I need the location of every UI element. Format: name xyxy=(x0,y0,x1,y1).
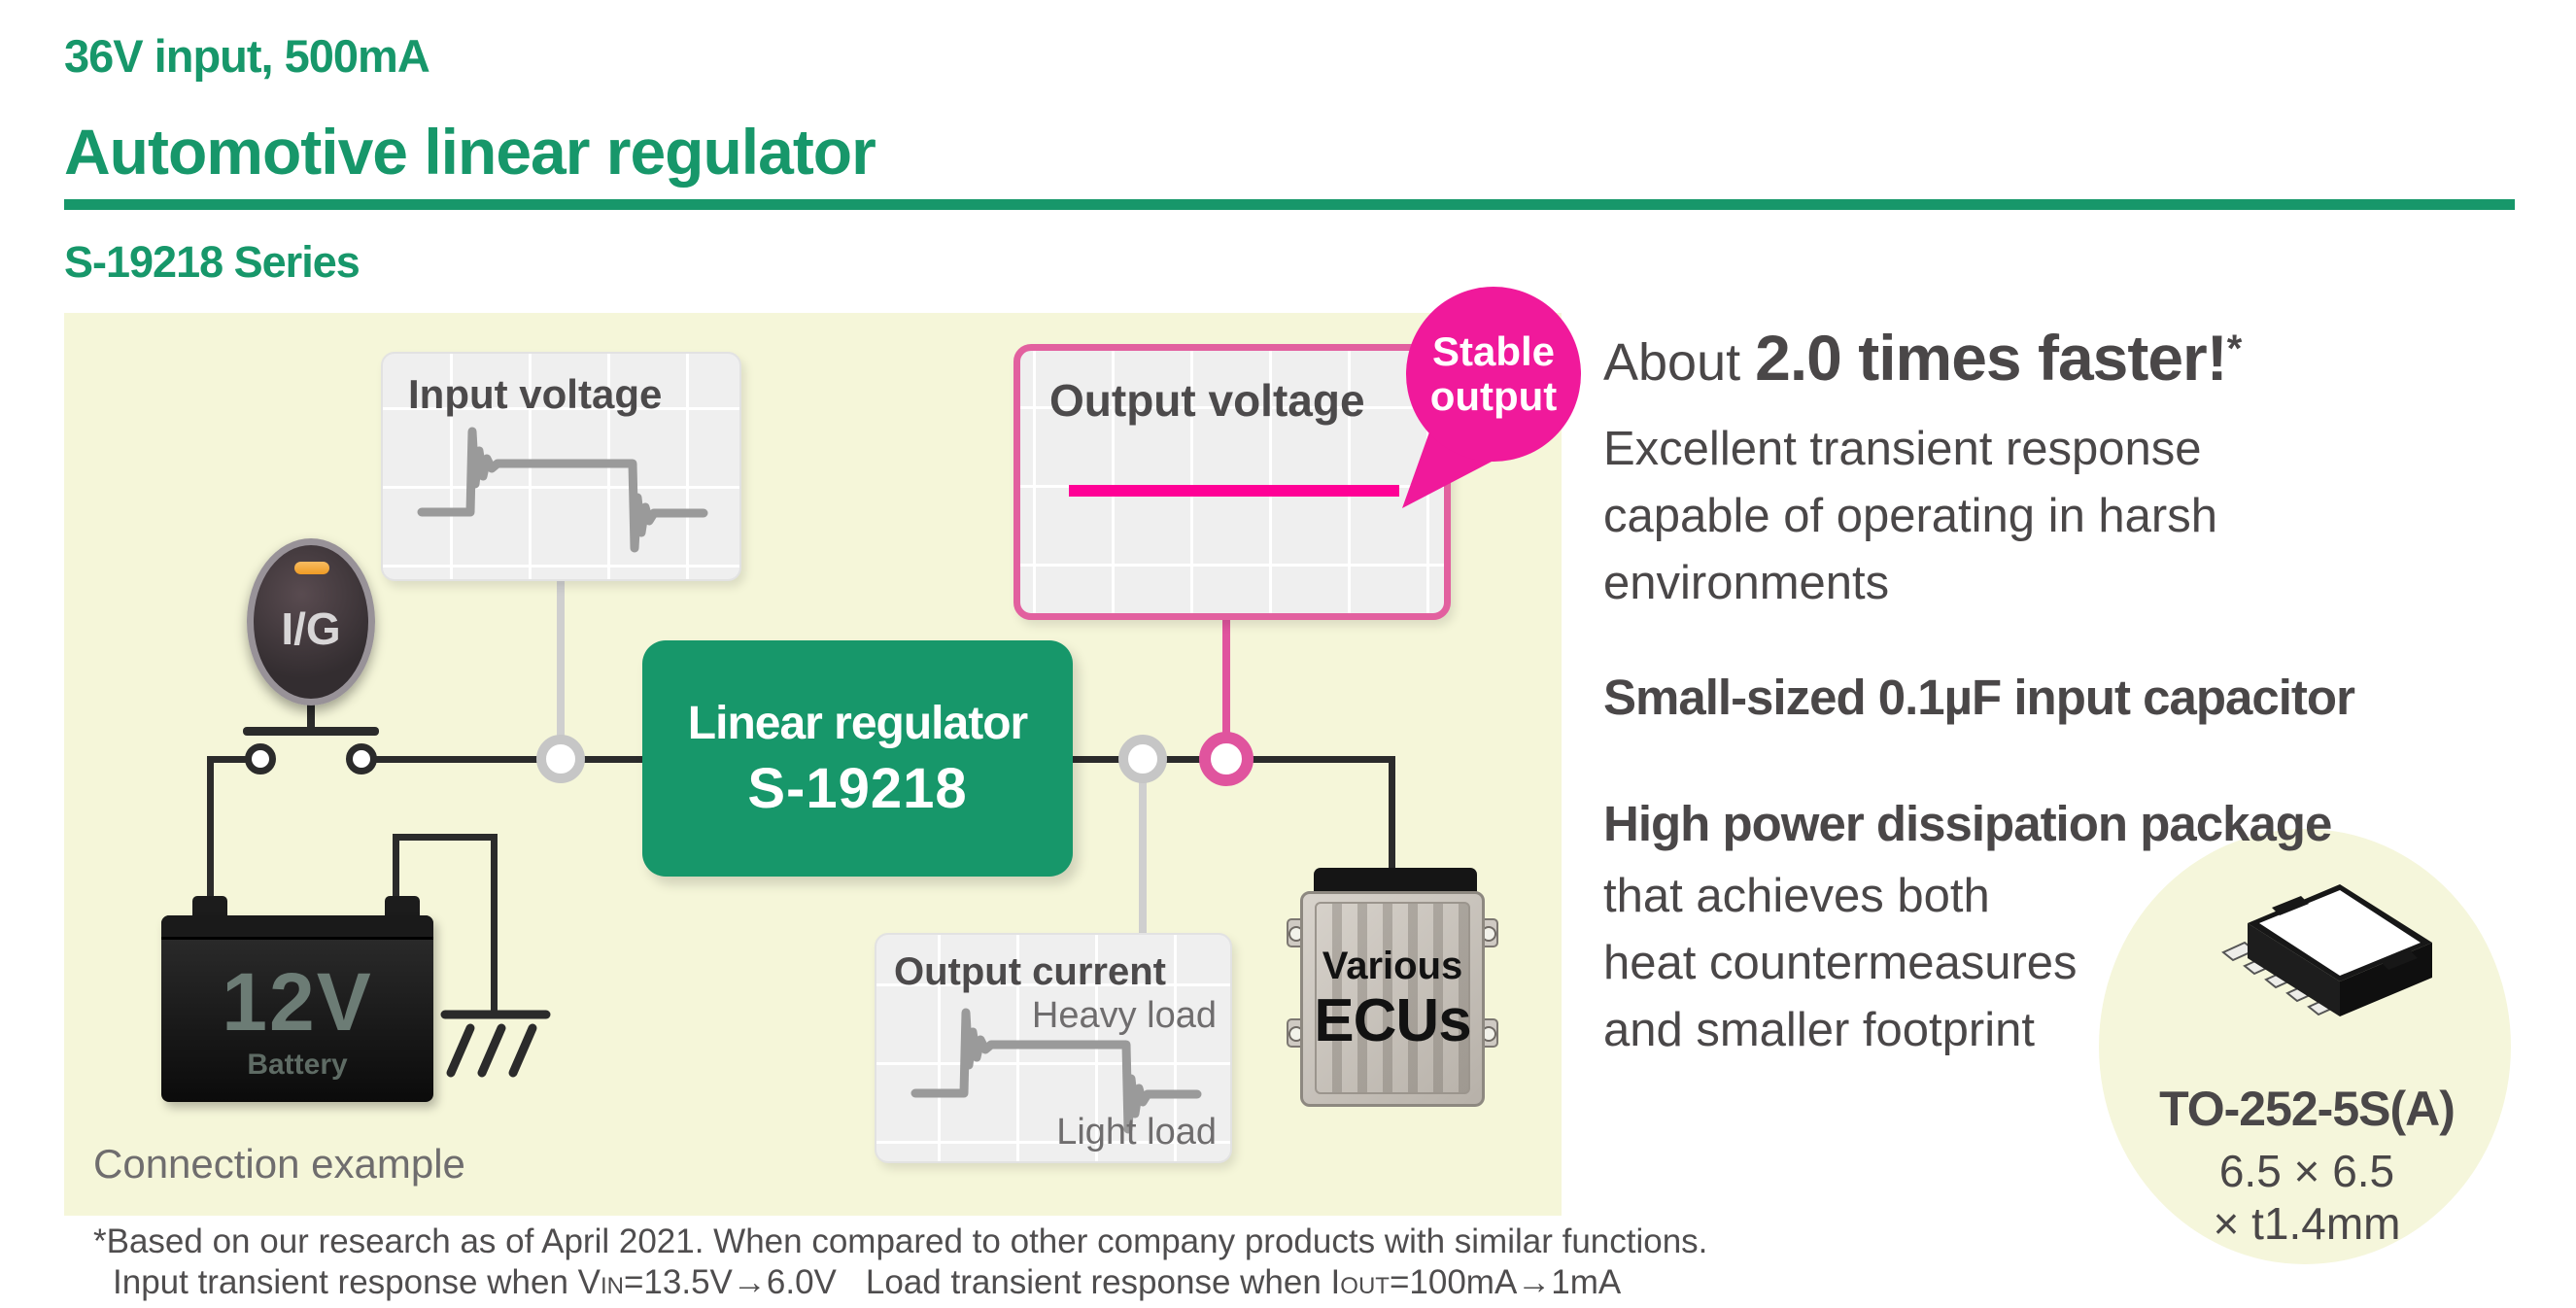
feature-speed-bold: 2.0 times faster! xyxy=(1755,322,2228,394)
battery-voltage: 12V xyxy=(222,956,373,1048)
input-voltage-title: Input voltage xyxy=(408,371,663,417)
switch-contact-left xyxy=(245,743,276,774)
diagram-caption: Connection example xyxy=(93,1141,465,1187)
switch-contact-right xyxy=(346,743,377,774)
footnote-l2-end: =100mA→1mA xyxy=(1389,1263,1622,1301)
series-name: S-19218 Series xyxy=(64,237,361,287)
wire-battery-right-up xyxy=(393,834,399,904)
output-current-waveform xyxy=(910,1008,1202,1134)
footnote-l2-part2: Load transient response when I xyxy=(865,1263,1341,1301)
battery-top-band xyxy=(161,915,433,940)
package-size-line1: 6.5 × 6.5 xyxy=(2218,1146,2395,1196)
wire-ground-vertical xyxy=(491,834,498,1015)
ignition-stem xyxy=(307,704,315,731)
ecu-label-line2: ECUs xyxy=(1314,987,1471,1054)
footnote-line2: Input transient response when VIN=13.5V→… xyxy=(113,1263,1621,1302)
feature-package-line1: that achieves both xyxy=(1603,870,1990,922)
footnote-l2-sub1: IN xyxy=(600,1273,624,1299)
output-current-tap-junction xyxy=(1118,735,1167,783)
wire-battery-to-switch xyxy=(210,756,257,763)
input-voltage-waveform xyxy=(417,427,708,553)
feature-speed-asterisk: * xyxy=(2226,327,2243,370)
feature-speed-prefix: About xyxy=(1603,333,1756,392)
wire-battery-right-horizontal xyxy=(393,834,498,841)
light-load-label: Light load xyxy=(1056,1112,1217,1153)
header-subtitle: 36V input, 500mA xyxy=(64,30,430,82)
battery-terminal-left xyxy=(192,896,227,915)
battery-terminal-right xyxy=(385,896,420,915)
ignition-bar xyxy=(243,727,379,736)
feature-package-bold: High power dissipation package xyxy=(1603,796,2332,851)
ignition-label: I/G xyxy=(281,603,341,654)
footnote-line1: *Based on our research as of April 2021.… xyxy=(93,1222,1708,1260)
output-voltage-scope: Output voltage xyxy=(1013,344,1451,620)
header-rule xyxy=(64,199,2515,210)
feature-speed-line1: Excellent transient response xyxy=(1603,423,2202,475)
output-current-connector-line xyxy=(1139,759,1147,934)
wire-battery-left-vertical xyxy=(207,756,214,902)
ecu-module: Various ECUs xyxy=(1300,891,1485,1107)
page-title: Automotive linear regulator xyxy=(64,116,876,188)
output-voltage-tap-junction xyxy=(1199,732,1254,786)
output-current-scope: Output current Heavy load Light load xyxy=(875,933,1232,1163)
battery-label: Battery xyxy=(247,1049,348,1081)
bubble-line2: output xyxy=(1429,373,1558,419)
input-voltage-tap-junction xyxy=(536,735,585,783)
input-voltage-connector-line xyxy=(557,581,565,761)
output-current-title: Output current xyxy=(894,950,1166,993)
ecu-ridges xyxy=(1315,902,1470,1094)
feature-package-line2: heat countermeasures xyxy=(1603,937,2078,989)
package-illustration xyxy=(2221,884,2432,1016)
feature-capacitor: Small-sized 0.1µF input capacitor xyxy=(1603,670,2355,725)
output-voltage-trace xyxy=(1069,485,1399,497)
wire-ecu-vertical xyxy=(1389,759,1395,878)
package-size-line2: × t1.4mm xyxy=(2213,1198,2401,1249)
feature-speed-line2: capable of operating in harsh xyxy=(1603,490,2217,542)
regulator-label: Linear regulator xyxy=(687,697,1028,749)
input-voltage-scope: Input voltage xyxy=(381,352,741,581)
regulator-part-number: S-19218 xyxy=(747,756,968,820)
feature-package-line3: and smaller footprint xyxy=(1603,1004,2035,1056)
footnote-l2-mid: =13.5V→6.0V xyxy=(623,1263,837,1301)
heavy-load-label: Heavy load xyxy=(1031,995,1217,1036)
ground-symbol xyxy=(440,1010,551,1078)
battery: 12V Battery xyxy=(161,915,433,1102)
footnote-l2-sub2: OUT xyxy=(1340,1273,1390,1299)
feature-speed-line3: environments xyxy=(1603,557,1890,609)
package-name: TO-252-5S(A) xyxy=(2159,1082,2456,1136)
feature-speed: About 2.0 times faster!* xyxy=(1603,321,2242,395)
ignition-indicator xyxy=(294,562,329,574)
output-voltage-connector-line xyxy=(1222,618,1230,761)
ecu-label-line1: Various xyxy=(1322,945,1463,987)
footnote-l2-pre: Input transient response when V xyxy=(113,1263,601,1301)
output-voltage-title: Output voltage xyxy=(1049,375,1365,426)
bubble-line1: Stable xyxy=(1431,328,1556,374)
linear-regulator-block: Linear regulator S-19218 xyxy=(642,640,1073,877)
stable-output-bubble: Stable output xyxy=(1406,287,1581,462)
